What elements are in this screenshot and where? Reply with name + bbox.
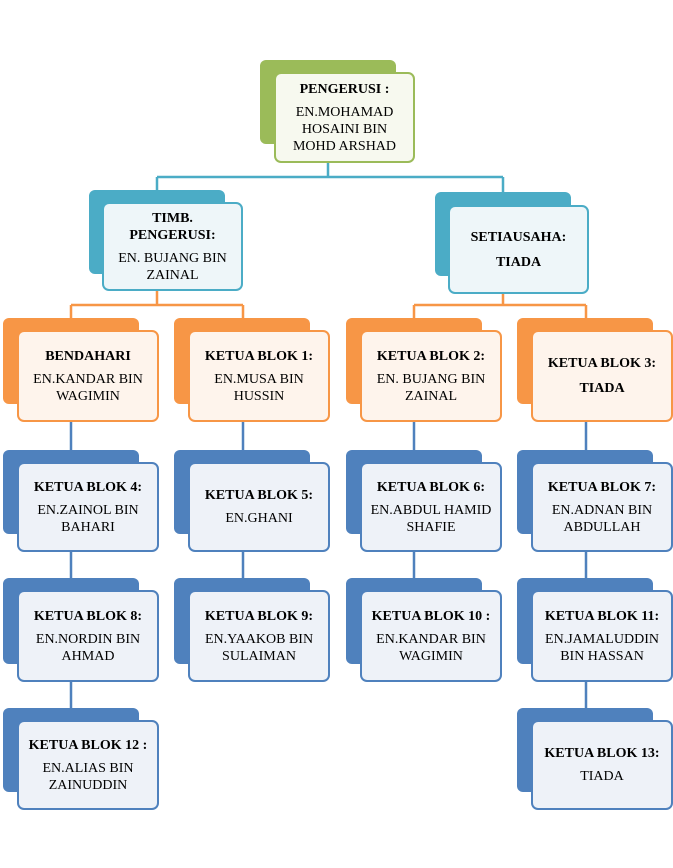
node-blok4: KETUA BLOK 4: EN.ZAINOL BIN BAHARI <box>3 450 159 554</box>
role-blok9: KETUA BLOK 9: <box>204 608 314 624</box>
node-blok11: KETUA BLOK 11: EN.JAMALUDDIN BIN HASSAN <box>517 578 673 684</box>
name-blok2: EN. BUJANG BIN ZAINAL <box>376 371 486 404</box>
role-blok5: KETUA BLOK 5: <box>204 488 314 503</box>
role-blok4: KETUA BLOK 4: <box>33 479 143 495</box>
role-blok7: KETUA BLOK 7: <box>547 479 657 495</box>
name-bendahari: EN.KANDAR BIN WAGIMIN <box>33 371 143 404</box>
node-timb-pengerusi: TIMB. PENGERUSI: EN. BUJANG BIN ZAINAL <box>89 190 245 293</box>
node-blok12: KETUA BLOK 12 : EN.ALIAS BIN ZAINUDDIN <box>3 708 159 812</box>
name-blok12: EN.ALIAS BIN ZAINUDDIN <box>42 760 134 793</box>
name-setiausaha: TIADA <box>495 254 542 270</box>
node-blok1: KETUA BLOK 1: EN.MUSA BIN HUSSIN <box>174 318 330 424</box>
name-blok8: EN.NORDIN BIN AHMAD <box>35 631 141 664</box>
node-setiausaha: SETIAUSAHA: TIADA <box>435 192 591 296</box>
name-blok7: EN.ADNAN BIN ABDULLAH <box>551 502 653 535</box>
name-blok5: EN.GHANI <box>225 511 293 526</box>
role-blok13: KETUA BLOK 13: <box>544 746 660 761</box>
role-blok1: KETUA BLOK 1: <box>204 348 314 364</box>
node-pengerusi: PENGERUSI : EN.MOHAMAD HOSAINI BIN MOHD … <box>260 60 416 164</box>
name-blok1: EN.MUSA BIN HUSSIN <box>214 371 304 404</box>
connector-pengerusi <box>155 160 505 192</box>
name-blok13: TIADA <box>580 769 624 784</box>
name-blok10: EN.KANDAR BIN WAGIMIN <box>376 631 486 664</box>
node-blok5: KETUA BLOK 5: EN.GHANI <box>174 450 330 554</box>
node-blok7: KETUA BLOK 7: EN.ADNAN BIN ABDULLAH <box>517 450 673 554</box>
name-blok6: EN.ABDUL HAMID SHAFIE <box>370 502 492 535</box>
role-blok12: KETUA BLOK 12 : <box>28 737 148 753</box>
node-blok6: KETUA BLOK 6: EN.ABDUL HAMID SHAFIE <box>346 450 502 554</box>
role-blok2: KETUA BLOK 2: <box>376 348 486 364</box>
role-blok11: KETUA BLOK 11: <box>544 608 660 624</box>
node-blok2: KETUA BLOK 2: EN. BUJANG BIN ZAINAL <box>346 318 502 424</box>
connector-timb <box>69 290 245 320</box>
name-timb: EN. BUJANG BIN ZAINAL <box>118 250 227 283</box>
role-blok6: KETUA BLOK 6: <box>376 479 486 495</box>
role-pengerusi: PENGERUSI : <box>299 81 390 97</box>
node-blok9: KETUA BLOK 9: EN.YAAKOB BIN SULAIMAN <box>174 578 330 684</box>
name-pengerusi: EN.MOHAMAD HOSAINI BIN MOHD ARSHAD <box>292 104 397 154</box>
role-blok3: KETUA BLOK 3: <box>547 356 657 371</box>
node-blok10: KETUA BLOK 10 : EN.KANDAR BIN WAGIMIN <box>346 578 502 684</box>
node-blok13: KETUA BLOK 13: TIADA <box>517 708 673 812</box>
name-blok11: EN.JAMALUDDIN BIN HASSAN <box>545 631 659 664</box>
role-setiausaha: SETIAUSAHA: <box>470 229 567 245</box>
role-bendahari: BENDAHARI <box>45 348 131 364</box>
role-blok10: KETUA BLOK 10 : <box>371 608 491 624</box>
node-bendahari: BENDAHARI EN.KANDAR BIN WAGIMIN <box>3 318 159 424</box>
name-blok9: EN.YAAKOB BIN SULAIMAN <box>204 631 314 664</box>
name-blok3: TIADA <box>579 381 625 396</box>
role-timb: TIMB. PENGERUSI: <box>129 210 216 243</box>
role-blok8: KETUA BLOK 8: <box>33 608 143 624</box>
node-blok3: KETUA BLOK 3: TIADA <box>517 318 673 424</box>
node-blok8: KETUA BLOK 8: EN.NORDIN BIN AHMAD <box>3 578 159 684</box>
connector-setiausaha <box>412 293 588 320</box>
name-blok4: EN.ZAINOL BIN BAHARI <box>37 502 139 535</box>
